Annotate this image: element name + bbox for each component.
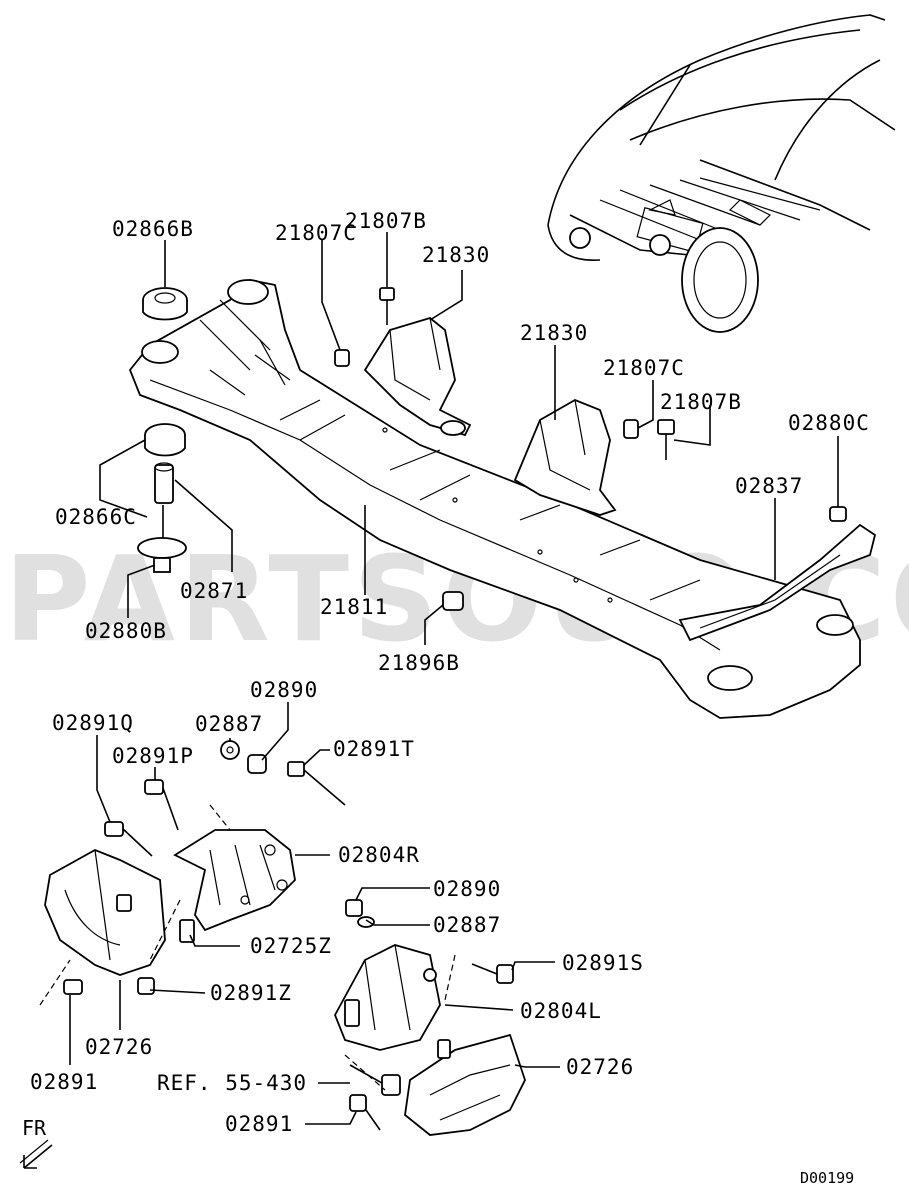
arrow-down-left-icon (19, 1139, 53, 1169)
crossmember-21811 (128, 279, 861, 719)
callout-02804R: 02804R (338, 843, 420, 867)
callout-02837: 02837 (735, 474, 803, 498)
engine-mount-02804R (173, 829, 296, 943)
callout-21807B-mid: 21807B (660, 390, 742, 414)
mount-bracket-21830-upper (334, 287, 472, 437)
callout-02804L: 02804L (520, 999, 602, 1023)
callout-02866C: 02866C (55, 505, 137, 529)
callout-21896B: 21896B (378, 651, 460, 675)
callout-02891-left: 02891 (30, 1070, 98, 1094)
callout-21811: 21811 (320, 595, 388, 619)
direction-label: FR (22, 1116, 47, 1140)
callout-02880C: 02880C (788, 411, 870, 435)
callout-21807C-mid: 21807C (603, 356, 685, 380)
callout-02887-top: 02887 (195, 712, 263, 736)
vehicle-illustration (547, 14, 896, 333)
callout-02725Z: 02725Z (250, 934, 332, 958)
bracket-02837 (678, 523, 877, 642)
callout-02887-mid: 02887 (433, 913, 501, 937)
callout-02726-left: 02726 (85, 1035, 153, 1059)
callout-02891T: 02891T (333, 737, 415, 761)
callout-21807B-top: 21807B (345, 209, 427, 233)
callout-ref-55-430: REF. 55-430 (157, 1071, 307, 1095)
callout-02890-top: 02890 (250, 678, 318, 702)
callout-21807C-top: 21807C (275, 221, 357, 245)
callout-02880B: 02880B (85, 619, 167, 643)
callout-02891S: 02891S (562, 951, 644, 975)
callout-labels: 02866B 21807B 21807C 21830 21830 21807C … (30, 209, 870, 1136)
leader-lines (69, 232, 839, 1125)
callout-02890-mid: 02890 (433, 877, 501, 901)
bushings-left (137, 287, 188, 573)
callout-02866B: 02866B (112, 217, 194, 241)
diagram-code: D00199 (800, 1169, 854, 1187)
callout-21830-mid: 21830 (520, 321, 588, 345)
callout-21830-top: 21830 (422, 243, 490, 267)
callout-02871: 02871 (180, 579, 248, 603)
callout-02726-right: 02726 (566, 1055, 634, 1079)
callout-02891Q: 02891Q (52, 711, 134, 735)
callout-02891Z: 02891Z (210, 981, 292, 1005)
engine-mount-02804L (334, 899, 514, 1131)
bolts-lower-left (39, 740, 346, 1006)
mount-bracket-21830-lower (442, 399, 847, 611)
insulator-02726-left (44, 849, 166, 976)
direction-indicator: FR (19, 1116, 53, 1169)
callout-02891P: 02891P (112, 744, 194, 768)
insulator-02726-right (404, 1033, 526, 1136)
callout-02891-right: 02891 (225, 1112, 293, 1136)
